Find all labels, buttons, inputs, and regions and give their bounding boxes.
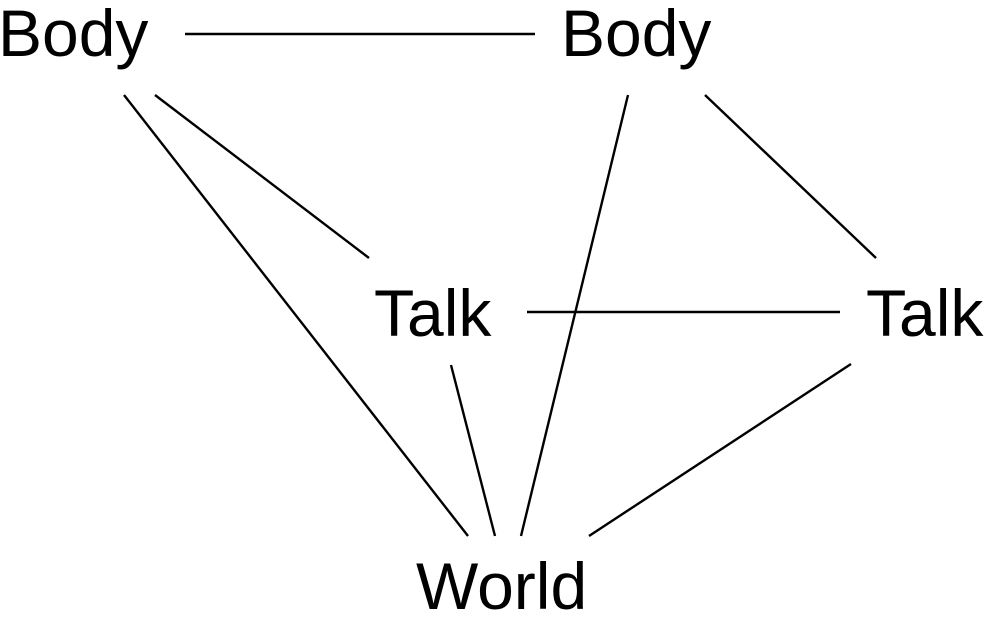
edge-body-left-world — [123, 94, 469, 537]
node-talk-mid: Talk — [374, 276, 492, 350]
node-talk-right: Talk — [866, 276, 984, 350]
edge-body-right-talk-right — [704, 94, 877, 259]
node-world: World — [416, 549, 588, 623]
node-body-left: Body — [0, 0, 149, 70]
edge-body-left-talk-mid — [154, 94, 370, 259]
edge-talk-mid-world — [449, 364, 497, 537]
node-body-right: Body — [561, 0, 712, 70]
edge-body-right-world — [519, 94, 630, 537]
edge-talk-right-world — [588, 362, 852, 538]
